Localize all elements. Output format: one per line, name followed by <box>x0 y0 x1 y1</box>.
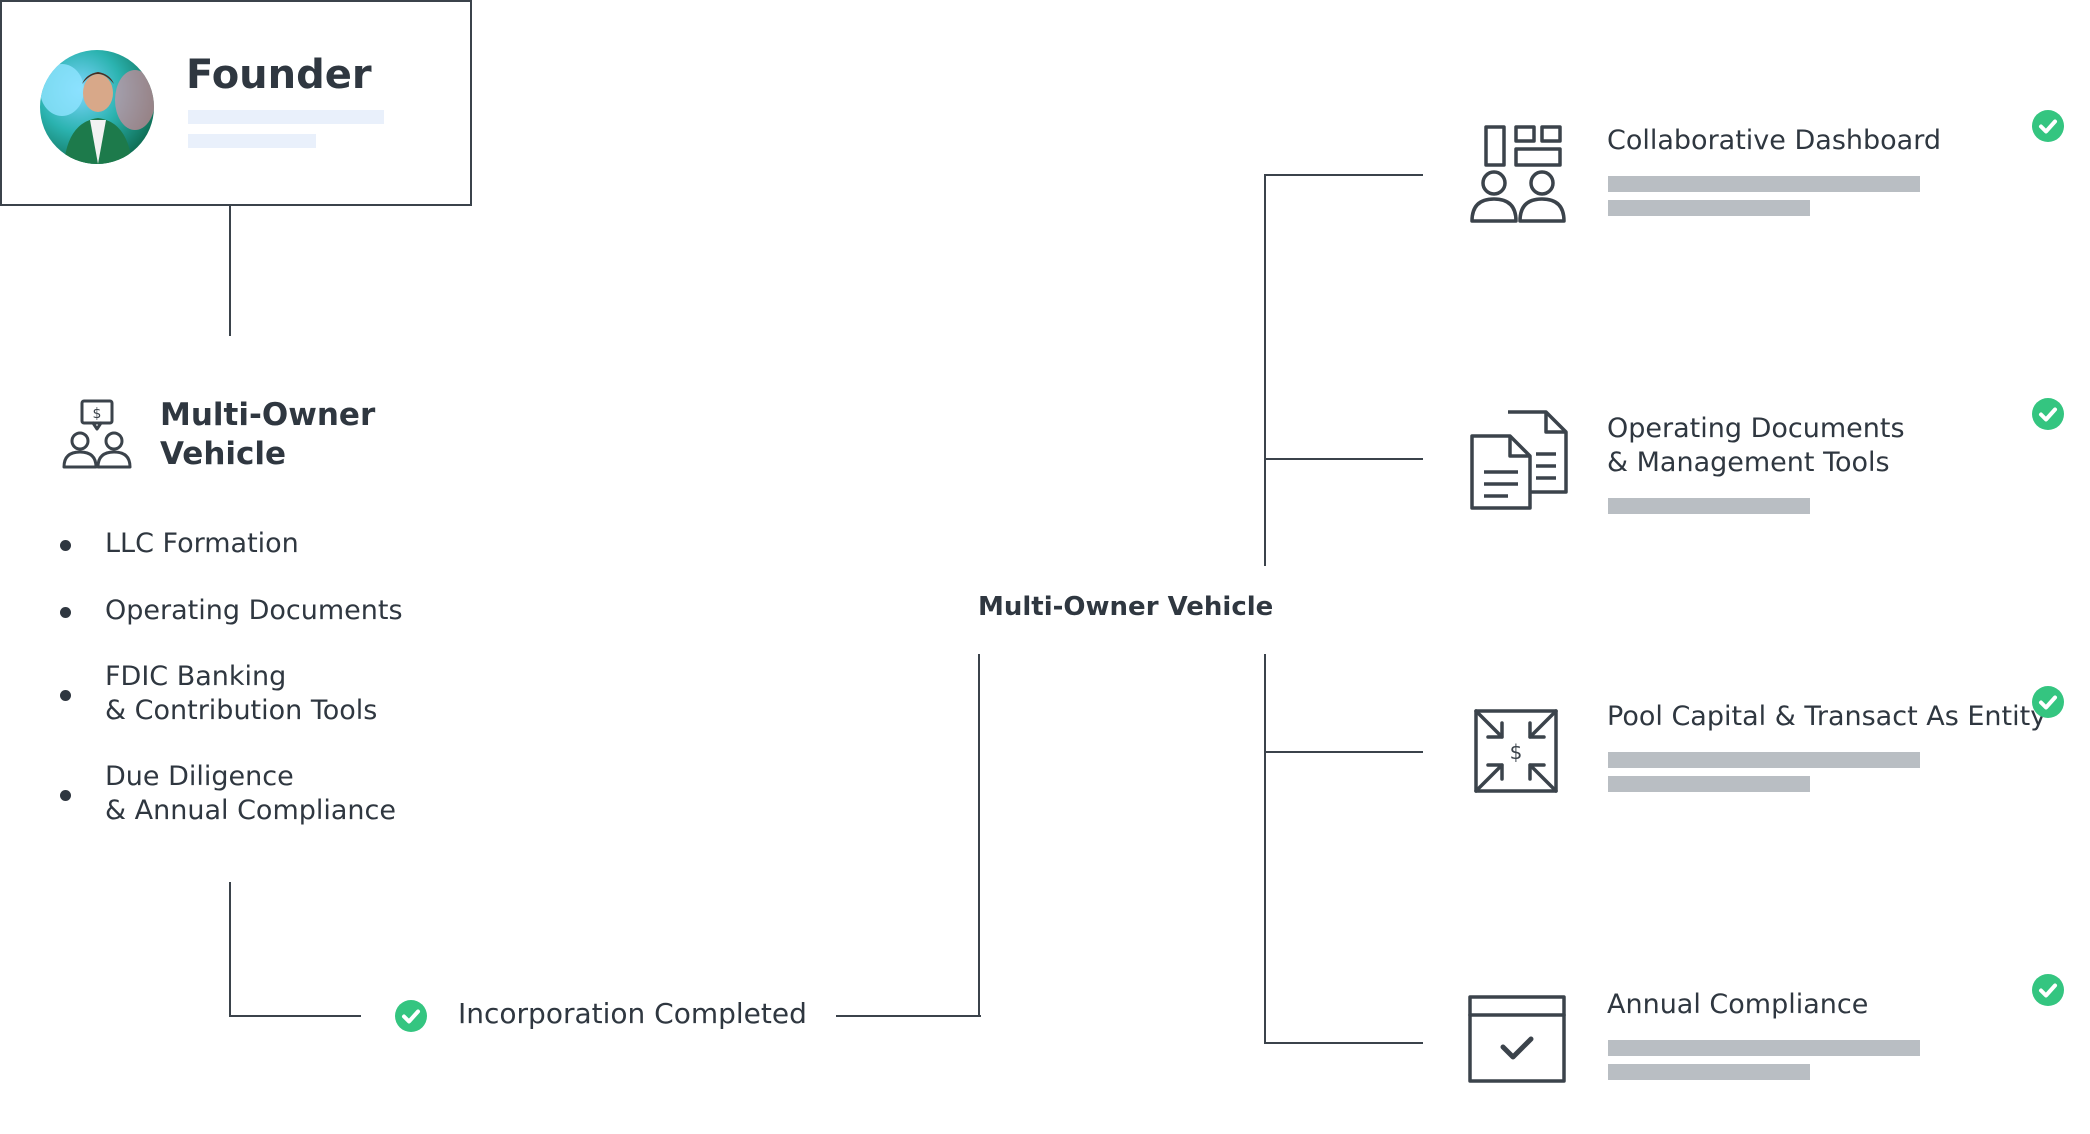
bullet-item-line: Due Diligence <box>105 761 294 792</box>
bullet-item: Operating Documents <box>105 594 403 628</box>
feature-title-line: Collaborative Dashboard <box>1607 125 1941 156</box>
pool-capital-icon: $ <box>1472 707 1560 795</box>
bullet-dot <box>60 607 71 618</box>
feature-title-line: & Management Tools <box>1607 447 1890 478</box>
dashboard-people-icon <box>1470 125 1570 225</box>
branch-documents <box>1264 458 1423 460</box>
vehicle-title-line2: Vehicle <box>160 436 287 472</box>
bullet-item: FDIC Banking & Contribution Tools <box>105 660 377 728</box>
feature-placeholder-line <box>1608 200 1810 216</box>
vehicle-title-line1: Multi-Owner <box>160 397 376 433</box>
feature-placeholder-line <box>1608 498 1810 514</box>
bullet-item-line: & Contribution Tools <box>105 695 378 726</box>
feature-placeholder-line <box>1608 752 1920 768</box>
bullet-item: LLC Formation <box>105 527 299 561</box>
tree-trunk-upper <box>1264 174 1266 566</box>
feature-check-icon <box>2032 974 2064 1006</box>
feature-check-icon <box>2032 686 2064 718</box>
documents-icon <box>1470 410 1570 510</box>
feature-title: Annual Compliance <box>1607 988 1868 1022</box>
svg-text:$: $ <box>1510 740 1523 764</box>
bullet-dot <box>60 690 71 701</box>
connector-incorporation-right <box>836 1015 981 1017</box>
incorporation-label: Incorporation Completed <box>458 997 807 1030</box>
branch-pool-capital <box>1264 751 1423 753</box>
connector-up-to-center <box>978 654 980 1017</box>
feature-placeholder-line <box>1608 176 1920 192</box>
founder-placeholder-line-1 <box>188 110 384 124</box>
bullet-item-line: Operating Documents <box>105 595 403 626</box>
branch-dashboard <box>1264 174 1423 176</box>
bullet-item-line: & Annual Compliance <box>105 795 397 826</box>
branch-annual-compliance <box>1264 1042 1423 1044</box>
bullet-dot <box>60 540 71 551</box>
feature-title-line: Pool Capital & Transact As Entity <box>1607 701 2047 732</box>
bullet-item-line: LLC Formation <box>105 528 299 559</box>
feature-placeholder-line <box>1608 1040 1920 1056</box>
tree-trunk-lower <box>1264 654 1266 1044</box>
connector-to-incorporation <box>229 1015 361 1017</box>
calendar-check-icon <box>1468 995 1566 1083</box>
incorporation-check-icon <box>395 1000 427 1032</box>
feature-title: Collaborative Dashboard <box>1607 124 1941 158</box>
bullet-item: Due Diligence & Annual Compliance <box>105 760 396 828</box>
feature-title: Pool Capital & Transact As Entity <box>1607 700 2046 734</box>
svg-text:$: $ <box>93 406 102 422</box>
multi-owner-icon: $ <box>60 398 134 470</box>
founder-placeholder-line-2 <box>188 134 316 148</box>
feature-placeholder-line <box>1608 776 1810 792</box>
feature-title-line: Operating Documents <box>1607 413 1905 444</box>
feature-title-line: Annual Compliance <box>1607 989 1869 1020</box>
connector-founder-vehicle <box>229 206 231 336</box>
founder-title: Founder <box>186 52 372 98</box>
founder-avatar <box>40 50 154 164</box>
bullet-item-line: FDIC Banking <box>105 661 287 692</box>
vehicle-title: Multi-Owner Vehicle <box>160 396 375 474</box>
founder-card: Founder <box>0 0 472 206</box>
feature-check-icon <box>2032 398 2064 430</box>
feature-title: Operating Documents & Management Tools <box>1607 412 1905 480</box>
feature-placeholder-line <box>1608 1064 1810 1080</box>
connector-vehicle-down <box>229 882 231 1017</box>
feature-check-icon <box>2032 110 2064 142</box>
bullet-dot <box>60 790 71 801</box>
center-vehicle-label: Multi-Owner Vehicle <box>978 592 1274 622</box>
